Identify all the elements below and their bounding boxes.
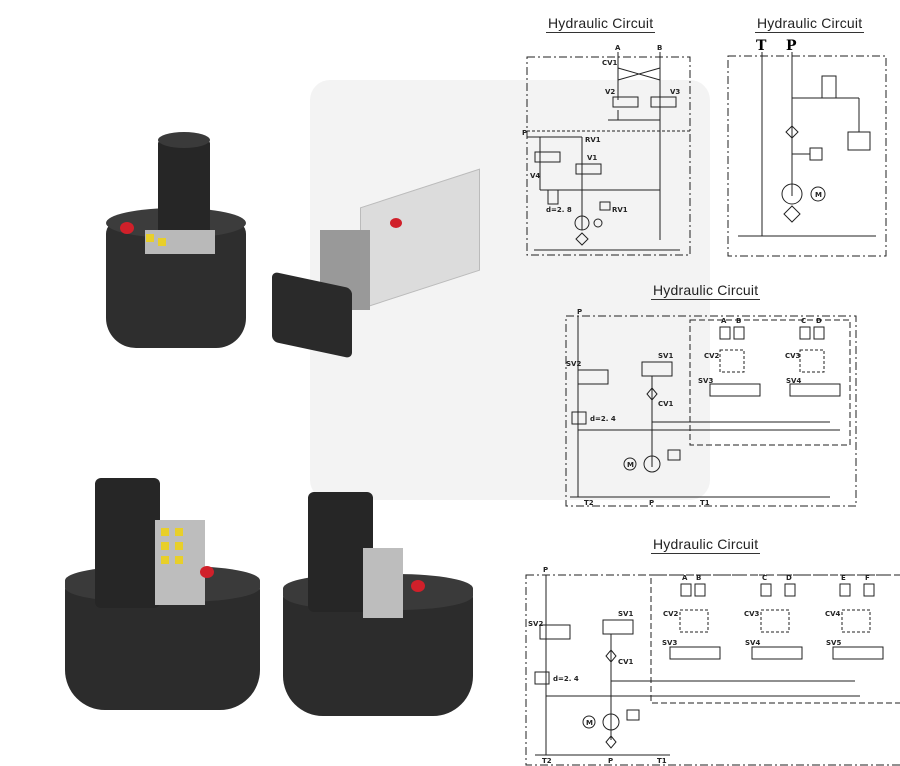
port-a-label: A: [682, 574, 688, 582]
diagram-3-title: Hydraulic Circuit: [651, 282, 761, 300]
product-large-octagon-tank-with-manifold: [65, 470, 265, 720]
hydraulic-circuit-diagram-3: P SV1 SV2 CV1 d=2. 4 CV2 CV3 SV3 SV4 A B…: [565, 308, 857, 507]
product-large-octagon-tank-with-valve-block: [283, 488, 478, 723]
p-label: P: [786, 38, 797, 54]
hydraulic-circuit-diagram-1: A B CV1 V2 V3 P RV1 V1 V4 d=2. 8 RV1: [522, 44, 691, 256]
motor-label: M: [815, 191, 822, 199]
v1-label: V1: [587, 154, 597, 162]
hydraulic-circuit-diagram-2: T P M: [727, 38, 887, 257]
t1-label: T1: [657, 757, 667, 765]
t2-label: T2: [542, 757, 552, 765]
p-label: P: [522, 129, 527, 137]
port-c-label: C: [801, 317, 806, 325]
relief-valve-label: RV1: [612, 206, 628, 214]
cv2-label: CV2: [663, 610, 679, 618]
diagram-4-title: Hydraulic Circuit: [651, 536, 761, 554]
sv4-label: SV4: [786, 377, 801, 385]
motor-label: M: [627, 461, 634, 469]
sv2-label: SV2: [528, 620, 543, 628]
sv3-label: SV3: [698, 377, 713, 385]
port-d-label: D: [816, 317, 822, 325]
cv4-label: CV4: [825, 610, 841, 618]
orifice-label: d=2. 4: [553, 675, 579, 683]
v4-label: V4: [530, 172, 540, 180]
red-cap-icon: [200, 566, 214, 578]
cv1-label: CV1: [658, 400, 674, 408]
v2-label: V2: [605, 88, 615, 96]
port-b-label: B: [696, 574, 701, 582]
product-motor-with-grey-box-tank: [270, 168, 485, 360]
t2-label: T2: [584, 499, 594, 507]
cv2-label: CV2: [704, 352, 720, 360]
port-a-label: A: [721, 317, 727, 325]
orifice-label: d=2. 8: [546, 206, 572, 214]
port-e-label: E: [841, 574, 846, 582]
t1-label: T1: [700, 499, 710, 507]
sv1-label: SV1: [618, 610, 633, 618]
diagram-2-title: Hydraulic Circuit: [755, 15, 865, 33]
orifice-label: d=2. 4: [590, 415, 616, 423]
diagram-1-title: Hydraulic Circuit: [546, 15, 656, 33]
cv3-label: CV3: [785, 352, 801, 360]
port-a-label: A: [615, 44, 621, 52]
sv5-label: SV5: [826, 639, 841, 647]
port-d-label: D: [786, 574, 792, 582]
port-c-label: C: [762, 574, 767, 582]
p-bottom-label: P: [608, 757, 613, 765]
red-cap-icon: [120, 222, 134, 234]
cv1-label: CV1: [602, 59, 618, 67]
sv3-label: SV3: [662, 639, 677, 647]
rv1-label: RV1: [585, 136, 601, 144]
p-label: P: [577, 308, 582, 316]
hydraulic-circuit-diagram-4: P SV1 SV2 CV1 d=2. 4 CV2 CV3 CV4 SV3 SV4…: [525, 566, 900, 766]
cv3-label: CV3: [744, 610, 760, 618]
product-round-tank-power-unit: [100, 130, 260, 360]
motor-label: M: [586, 719, 593, 727]
port-b-label: B: [657, 44, 662, 52]
red-cap-icon: [411, 580, 425, 592]
sv1-label: SV1: [658, 352, 673, 360]
cv1-label: CV1: [618, 658, 634, 666]
sv4-label: SV4: [745, 639, 760, 647]
red-cap-icon: [390, 218, 402, 228]
p-label: P: [543, 566, 548, 574]
port-b-label: B: [736, 317, 741, 325]
t-label: T: [756, 38, 767, 54]
v3-label: V3: [670, 88, 680, 96]
sv2-label: SV2: [566, 360, 581, 368]
p-bottom-label: P: [649, 499, 654, 507]
port-f-label: F: [865, 574, 870, 582]
